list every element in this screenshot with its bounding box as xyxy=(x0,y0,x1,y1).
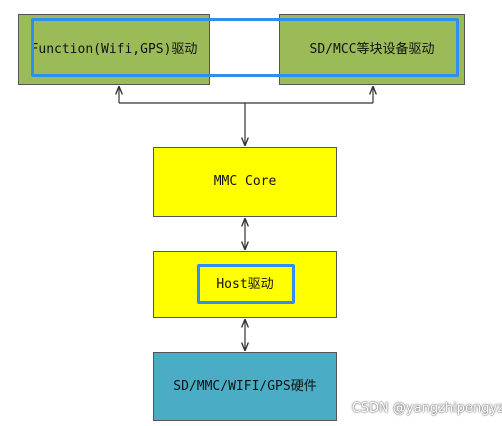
sd-mcc-driver-label: SD/MCC等块设备驱动 xyxy=(309,41,435,57)
hardware-label: SD/MMC/WIFI/GPS硬件 xyxy=(173,378,317,394)
top-drivers-highlight xyxy=(31,18,459,77)
function-driver-box: Function(Wifi,GPS)驱动 xyxy=(18,14,210,85)
mmc-core-box: MMC Core xyxy=(153,147,337,217)
host-driver-box: Host驱动 xyxy=(153,251,337,318)
sd-mcc-driver-box: SD/MCC等块设备驱动 xyxy=(279,14,465,85)
host-driver-label: Host驱动 xyxy=(216,276,274,292)
host-driver-highlight xyxy=(197,264,295,304)
function-driver-label: Function(Wifi,GPS)驱动 xyxy=(30,41,198,57)
watermark: CSDN @yangzhipengyz xyxy=(351,401,502,416)
hardware-box: SD/MMC/WIFI/GPS硬件 xyxy=(153,352,337,421)
mmc-core-label: MMC Core xyxy=(213,174,277,189)
